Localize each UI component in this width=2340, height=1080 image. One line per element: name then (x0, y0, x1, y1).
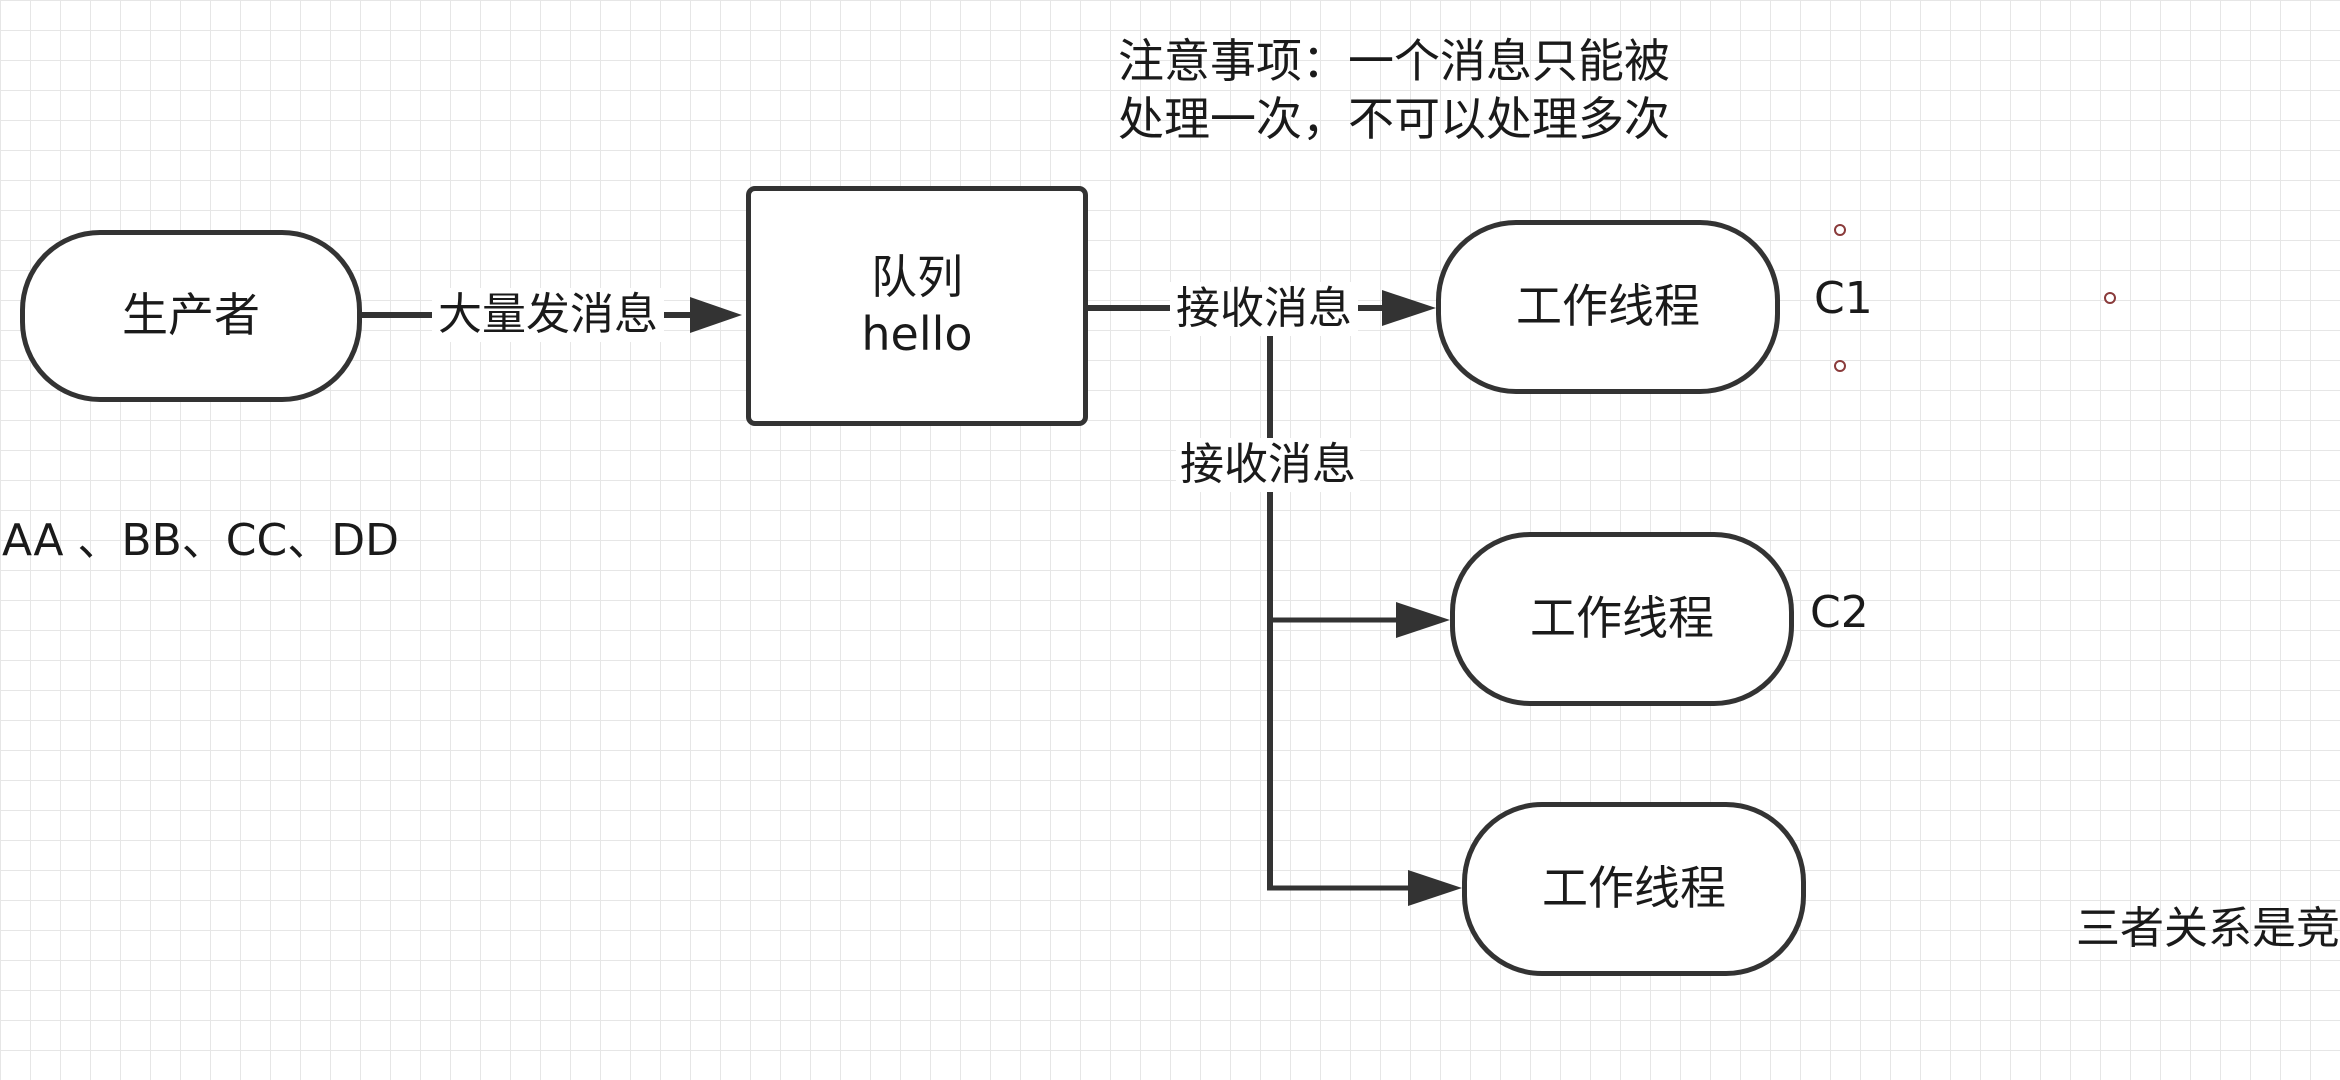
edge-label-receive-1: 接收消息 (1170, 282, 1358, 336)
arrowhead-worker2 (1396, 602, 1450, 638)
worker-label-3: 工作线程 (1542, 861, 1726, 916)
note-line-1: 注意事项：一个消息只能被 (1118, 34, 1670, 88)
producer-label: 生产者 (122, 288, 260, 343)
note-line-2: 处理一次，不可以处理多次 (1118, 92, 1670, 146)
selection-handle-bottom[interactable] (1834, 360, 1846, 372)
note-text: 注意事项：一个消息只能被 处理一次，不可以处理多次 (1118, 32, 1670, 148)
arrowhead-worker3 (1408, 870, 1462, 906)
queue-name: hello (861, 307, 973, 361)
worker-node-2[interactable]: 工作线程 (1450, 532, 1794, 706)
consumer-tag-c2: C2 (1810, 587, 1869, 638)
queue-node[interactable]: 队列 hello (746, 186, 1088, 426)
selection-handle-right[interactable] (2104, 292, 2116, 304)
worker-node-3[interactable]: 工作线程 (1462, 802, 1806, 976)
consumer-tag-c1: C1 (1814, 273, 1873, 324)
producer-node[interactable]: 生产者 (20, 230, 362, 402)
messages-text: AA 、BB、CC、DD (2, 515, 399, 566)
relation-text: 三者关系是竞 (2076, 903, 2340, 954)
worker-node-1[interactable]: 工作线程 (1436, 220, 1780, 394)
selection-handle-top[interactable] (1834, 224, 1846, 236)
worker-label-2: 工作线程 (1530, 591, 1714, 646)
arrowhead-queue (690, 297, 742, 333)
worker-label-1: 工作线程 (1516, 279, 1700, 334)
edge-label-receive-2: 接收消息 (1176, 438, 1360, 492)
arrowhead-worker1 (1382, 290, 1436, 326)
queue-label: 队列 (871, 249, 963, 304)
edge-label-send: 大量发消息 (432, 288, 664, 342)
